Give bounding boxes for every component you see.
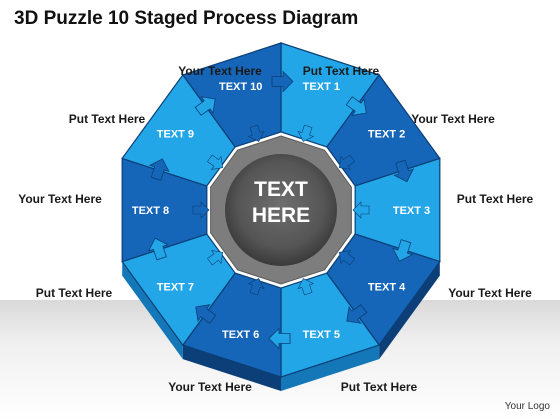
- segment-label-7: TEXT 7: [157, 282, 194, 294]
- segment-side-6: [182, 345, 281, 391]
- flow-arrow-7: [195, 304, 217, 324]
- flow-arrow-10: [194, 96, 216, 116]
- segment-label-1: TEXT 1: [303, 81, 340, 93]
- outer-label-bottom-left: Your Text Here: [168, 380, 252, 394]
- flow-arrow-5: [346, 304, 368, 324]
- segment-10: [181, 42, 282, 148]
- hub-arrow-4: [338, 250, 355, 266]
- diagram-segment-labels: TEXT 1 TEXT 2 TEXT 3 TEXT 4 TEXT 5 TEXT 6 TEXT…: [132, 81, 430, 341]
- hub-arrow-1: [297, 124, 315, 142]
- flow-arrow-6: [268, 327, 291, 350]
- flow-arrow-3: [393, 159, 415, 183]
- outer-label-mid-left: Your Text Here: [18, 192, 102, 206]
- outer-label-lower-right: Your Text Here: [448, 286, 532, 300]
- center-text-line-1: TEXT: [254, 178, 308, 201]
- hub-arrow-5: [297, 278, 315, 296]
- flow-arrow-4: [392, 239, 414, 262]
- flow-arrow-8: [147, 237, 169, 261]
- diagram-3d-sides: [122, 261, 440, 391]
- hub-center: [225, 154, 337, 266]
- segment-label-4: TEXT 4: [368, 282, 406, 294]
- flow-arrow-9: [148, 158, 170, 181]
- page-title: 3D Puzzle 10 Staged Process Diagram: [14, 8, 359, 29]
- hub-arrow-10: [247, 124, 265, 142]
- center-text-line-2: HERE: [252, 204, 310, 227]
- segment-label-8: TEXT 8: [132, 205, 169, 217]
- segment-label-9: TEXT 9: [157, 128, 194, 140]
- segment-side-5: [281, 345, 380, 391]
- segment-side-4: [379, 261, 440, 360]
- hub-arrow-9: [207, 154, 224, 170]
- hub-arrow-6: [247, 278, 265, 296]
- flow-arrow-1: [271, 70, 294, 93]
- diagram-segments: [121, 42, 441, 378]
- segment-side-7: [122, 261, 183, 360]
- outer-label-bottom-right: Put Text Here: [340, 380, 418, 394]
- segment-label-10: TEXT 10: [219, 81, 262, 93]
- outer-label-top-right: Put Text Here: [302, 64, 380, 78]
- outer-label-lower-left: Put Text Here: [35, 286, 113, 300]
- logo-text: Your Logo: [504, 401, 550, 412]
- outer-label-upper-left: Put Text Here: [68, 112, 146, 126]
- diagram-hub: [210, 135, 352, 285]
- segment-label-6: TEXT 6: [222, 329, 259, 341]
- outer-label-upper-right: Your Text Here: [411, 112, 495, 126]
- outer-label-top-left: Your Text Here: [178, 64, 262, 78]
- outer-label-mid-right: Put Text Here: [456, 192, 534, 206]
- hub-arrow-3: [352, 201, 370, 219]
- segment-label-5: TEXT 5: [303, 329, 340, 341]
- segment-label-3: TEXT 3: [393, 205, 430, 217]
- hub-arrow-7: [207, 250, 224, 266]
- diagram-arrows: [147, 70, 415, 350]
- hub-arrow-8: [192, 201, 210, 219]
- segment-label-2: TEXT 2: [368, 128, 405, 140]
- flow-arrow-2: [345, 96, 367, 116]
- hub-arrow-2: [338, 154, 355, 170]
